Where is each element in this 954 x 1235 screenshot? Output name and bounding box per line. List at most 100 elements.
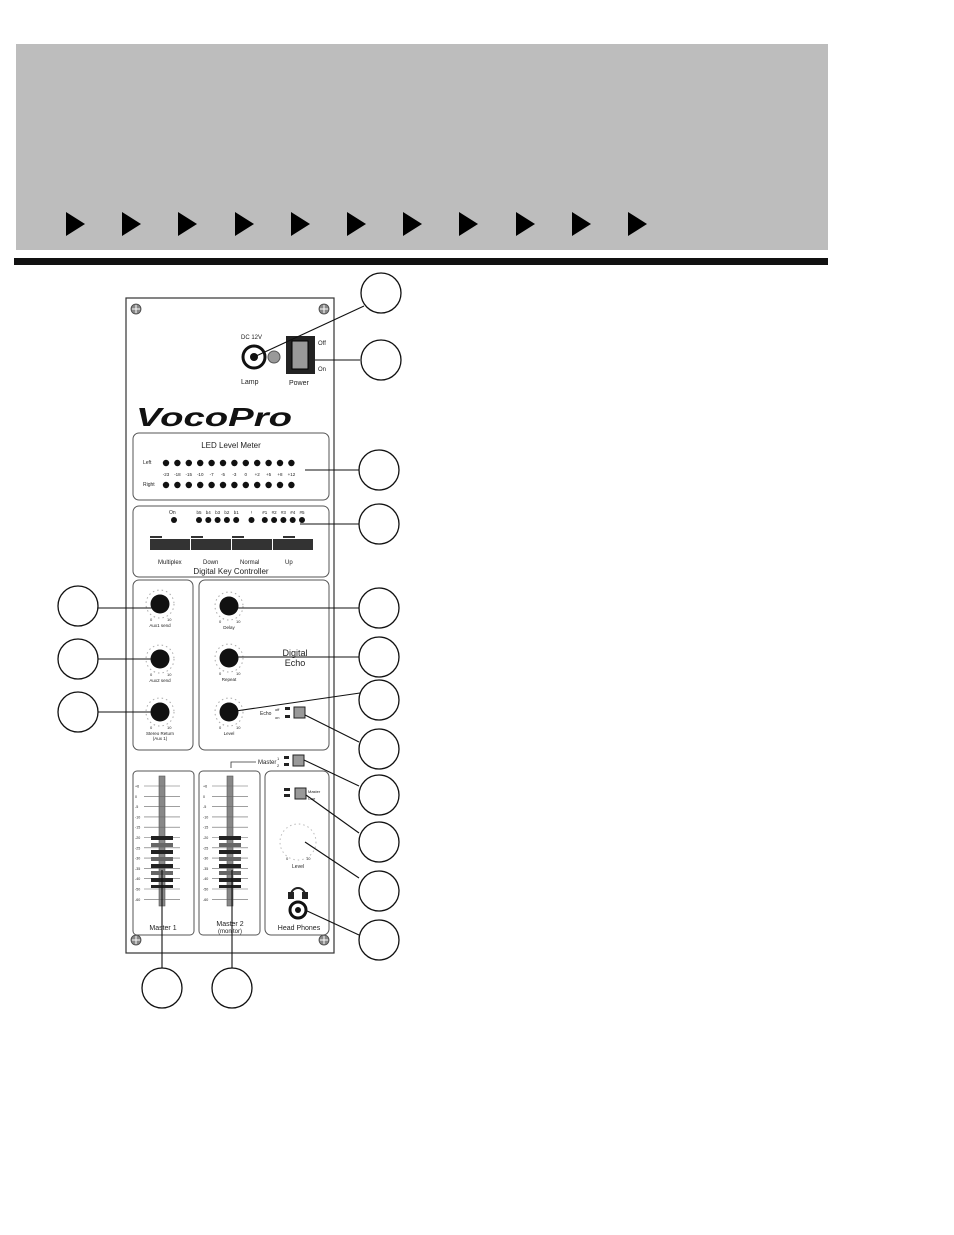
key-label: ♮ xyxy=(251,510,253,515)
fader-scale-label: -50 xyxy=(203,888,208,892)
led-left xyxy=(254,459,261,467)
led-right xyxy=(162,481,170,489)
key-label: b5 xyxy=(196,510,202,515)
led-scale-label: -10 xyxy=(197,472,204,477)
callout-circle xyxy=(360,272,402,314)
right-triangle-icon xyxy=(122,212,142,236)
down-button[interactable] xyxy=(191,539,231,550)
phones-level-min: 0 xyxy=(286,856,289,861)
led-left xyxy=(242,459,249,467)
led-right xyxy=(231,481,238,489)
fader-scale-label: -35 xyxy=(135,867,140,871)
phones-level-knob[interactable] xyxy=(279,823,317,861)
key-label: #4 xyxy=(290,510,296,515)
key-controller-title: Digital Key Controller xyxy=(193,567,268,576)
led-left xyxy=(174,459,181,467)
master2-label-line2: (monitor) xyxy=(218,929,242,935)
master2-label-line1: Master 2 xyxy=(216,921,243,928)
key-label: #5 xyxy=(299,510,305,515)
normal-button[interactable] xyxy=(232,539,272,550)
callout-circle xyxy=(358,774,400,816)
echo-switch[interactable] xyxy=(293,706,306,719)
led-scale-label: 0 xyxy=(245,472,248,477)
master1-label: Master 1 xyxy=(149,925,176,932)
echo-repeat-knob-max: 10 xyxy=(236,671,241,676)
header-rule xyxy=(14,258,828,265)
callout-circle xyxy=(358,919,400,961)
master-switch-opt1: 1 xyxy=(277,756,280,761)
echo-level-knob-min: 0 xyxy=(219,725,222,730)
key-label: #2 xyxy=(272,510,278,515)
callout-circle xyxy=(358,587,400,629)
led-left xyxy=(162,459,170,467)
phones-select-cue: Cue xyxy=(308,796,316,801)
up-label: Up xyxy=(285,560,293,566)
aux2-send-knob-min: 0 xyxy=(150,672,153,677)
key-led xyxy=(223,517,230,523)
led-row-left xyxy=(162,459,295,467)
aux2-send-knob-max: 10 xyxy=(167,672,172,677)
key-led xyxy=(248,517,255,523)
phones-level-max: 10 xyxy=(306,856,311,861)
echo-repeat-knob[interactable] xyxy=(214,643,244,673)
key-led xyxy=(196,517,202,523)
phones-select-master: Master xyxy=(308,789,321,794)
key-label: #1 xyxy=(262,510,268,515)
master-switch[interactable] xyxy=(292,754,305,767)
echo-delay-knob-label: Delay xyxy=(223,625,235,630)
power-switch[interactable] xyxy=(291,340,309,370)
led-left xyxy=(288,459,295,467)
led-right-label: Right xyxy=(143,482,155,488)
led-left xyxy=(185,459,192,467)
key-led xyxy=(299,517,305,523)
callout-circle xyxy=(358,503,400,545)
led-left xyxy=(276,459,284,467)
led-meter-title: LED Level Meter xyxy=(201,441,261,450)
master2-fader-cap[interactable] xyxy=(219,836,241,888)
callout-circle xyxy=(358,449,400,491)
callout-circle xyxy=(358,728,400,770)
echo-title-line1: Digital xyxy=(282,648,307,658)
key-on-led xyxy=(171,517,177,523)
stereo-return-knob-sublabel: (Aux 1) xyxy=(153,736,168,741)
fader-scale-label: -30 xyxy=(135,857,140,861)
stereo-return-knob-label: Stereo Return xyxy=(146,731,175,736)
fader-scale-label: -10 xyxy=(135,815,140,819)
multiplex-button[interactable] xyxy=(150,539,190,550)
aux2-send-knob-label: Aux2 send xyxy=(149,678,171,683)
led-scale-label: -3 xyxy=(232,472,236,477)
led-left xyxy=(219,459,227,467)
dc-label: DC 12V xyxy=(241,335,262,341)
fader-scale-label: -30 xyxy=(203,857,208,861)
vocopro-logo: VocoPro xyxy=(136,402,292,432)
led-right xyxy=(197,481,204,489)
fader-scale-label: -25 xyxy=(135,846,140,850)
led-scale-label: -7 xyxy=(210,472,214,477)
power-label: Power xyxy=(289,380,310,387)
up-button[interactable] xyxy=(273,539,313,550)
key-label: b1 xyxy=(234,510,240,515)
down-label: Down xyxy=(203,560,218,566)
fader-scale-label: -20 xyxy=(135,836,140,840)
echo-switch-on: on xyxy=(275,715,279,720)
aux1-send-knob-label: Aux1 send xyxy=(149,623,171,628)
right-triangle-icon xyxy=(515,212,535,236)
key-on-label: On xyxy=(169,510,176,516)
right-triangle-icon xyxy=(628,212,647,236)
fader-scale-label: -5 xyxy=(203,805,206,809)
led-scale-label: +12 xyxy=(288,472,296,477)
phones-select-switch[interactable] xyxy=(294,787,307,800)
right-triangle-icon xyxy=(290,212,310,236)
led-left xyxy=(231,459,238,467)
aux1-send-knob[interactable] xyxy=(145,589,175,619)
callout-circle xyxy=(57,638,99,680)
callout-circle xyxy=(57,691,99,733)
echo-delay-knob[interactable] xyxy=(214,591,244,621)
key-leds xyxy=(196,517,305,523)
fader-scale-label: -15 xyxy=(203,826,208,830)
led-row-right xyxy=(162,481,295,489)
key-label: b4 xyxy=(206,510,212,515)
key-label: b2 xyxy=(224,510,230,515)
led-scale-label: -5 xyxy=(221,472,225,477)
